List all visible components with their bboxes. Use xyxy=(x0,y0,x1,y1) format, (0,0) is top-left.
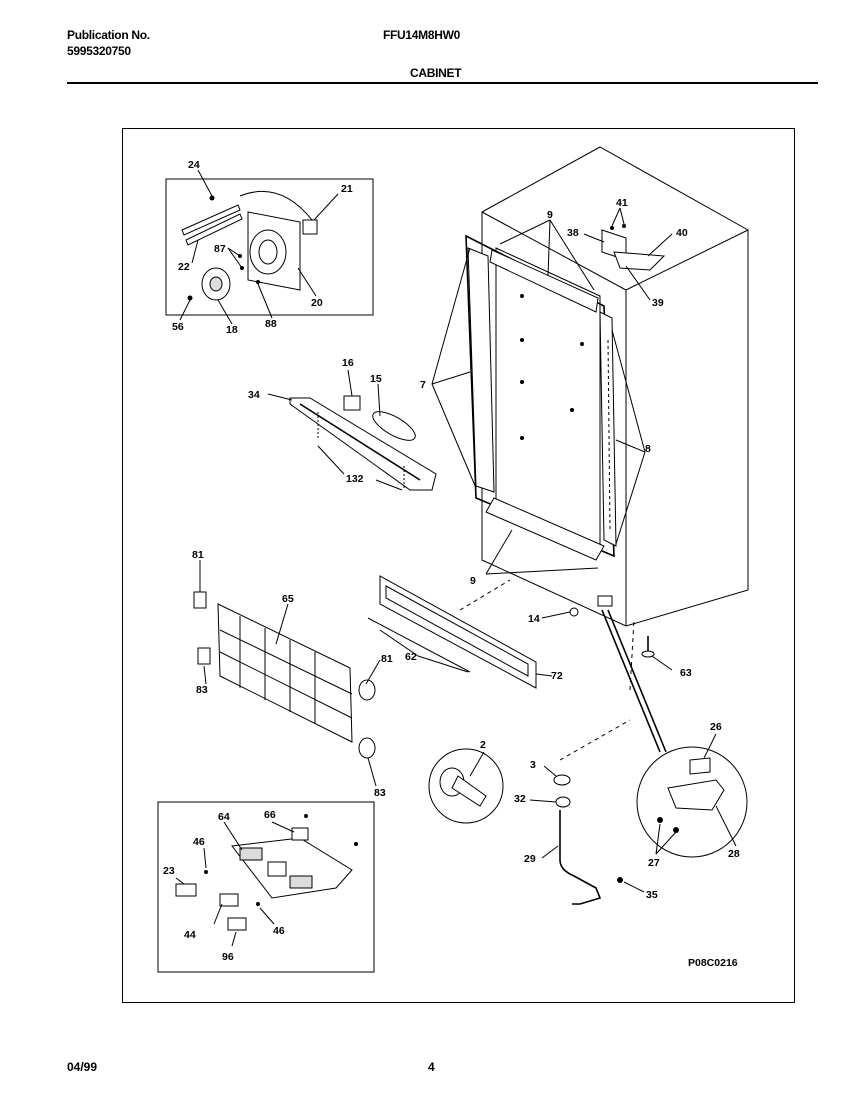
callout-23: 23 xyxy=(163,865,175,877)
grommet-strip xyxy=(181,204,241,236)
callout-7: 7 xyxy=(420,379,426,391)
gasket-right xyxy=(599,311,617,547)
detail-circle-left xyxy=(428,748,504,824)
callout-44: 44 xyxy=(184,929,196,941)
callout-83-left: 83 xyxy=(196,684,208,696)
gasket-top xyxy=(489,249,599,313)
drain-grommet xyxy=(555,796,571,808)
control-inset-box xyxy=(157,801,375,973)
callout-3: 3 xyxy=(530,759,536,771)
callout-81-left: 81 xyxy=(192,549,204,561)
callout-2: 2 xyxy=(480,739,486,751)
leveling-leg xyxy=(358,679,376,701)
grille-assembly: 81 65 14 62 72 63 83 81 83 xyxy=(192,549,692,799)
drain-fitting-detail: 2 xyxy=(428,739,504,824)
model-number: FFU14M8HW0 xyxy=(383,28,461,42)
hinge-pin-bushing xyxy=(689,757,711,775)
harness-connector xyxy=(302,219,318,235)
callout-63-right: 63 xyxy=(680,667,692,679)
control-knob xyxy=(227,917,247,931)
callout-65: 65 xyxy=(282,593,294,605)
gasket-left xyxy=(467,247,495,493)
bottom-hinge xyxy=(667,779,725,811)
callout-41: 41 xyxy=(616,197,628,209)
cabinet-body: 9 41 38 40 39 7 8 9 xyxy=(420,146,749,627)
grille-clip xyxy=(193,591,207,609)
callout-14: 14 xyxy=(528,613,540,625)
leveling-leg xyxy=(358,737,376,759)
fan-motor xyxy=(249,229,287,275)
thermostat-knob xyxy=(219,893,239,907)
drawing-code: P08C0216 xyxy=(688,957,738,969)
kickplate xyxy=(379,575,537,689)
callout-21: 21 xyxy=(341,183,353,195)
callout-9-top: 9 xyxy=(547,209,553,221)
control-housing xyxy=(231,837,353,899)
fan-motor-inset: 24 21 22 87 20 56 18 88 xyxy=(165,159,374,336)
top-hinge xyxy=(613,251,666,271)
drain-tube xyxy=(559,810,602,905)
control-inset: 64 66 46 23 44 46 96 xyxy=(157,801,375,973)
gasket-bottom xyxy=(485,497,605,561)
callout-38: 38 xyxy=(567,227,579,239)
light-socket xyxy=(175,883,197,897)
page-number: 4 xyxy=(428,1060,435,1074)
callout-96: 96 xyxy=(222,951,234,963)
grille-clip xyxy=(197,647,211,665)
light-switch xyxy=(291,827,309,841)
callout-46-bottom: 46 xyxy=(273,925,285,937)
callout-66: 66 xyxy=(264,809,276,821)
callout-28: 28 xyxy=(728,848,740,860)
drain-cap xyxy=(553,774,571,786)
callout-72: 72 xyxy=(551,670,563,682)
callout-29: 29 xyxy=(524,853,536,865)
detail-circle-right xyxy=(636,746,748,858)
callout-32: 32 xyxy=(514,793,526,805)
drain-tube-assembly: 3 32 29 35 xyxy=(514,759,658,905)
callout-15: 15 xyxy=(370,373,382,385)
callout-83-right: 83 xyxy=(374,787,386,799)
diagram-frame xyxy=(122,128,795,1003)
callout-46-top: 46 xyxy=(193,836,205,848)
publication-label: Publication No. xyxy=(67,28,150,42)
callout-16: 16 xyxy=(342,357,354,369)
callout-87: 87 xyxy=(214,243,226,255)
publication-date: 04/99 xyxy=(67,1060,98,1074)
thermostat-bulb xyxy=(372,411,416,441)
callout-27: 27 xyxy=(648,857,660,869)
fan-inset-box xyxy=(165,178,374,316)
bottom-hinge-guide xyxy=(601,609,661,753)
callout-56: 56 xyxy=(172,321,184,333)
callout-132: 132 xyxy=(346,473,364,485)
callout-35: 35 xyxy=(646,889,658,901)
callout-20: 20 xyxy=(311,297,323,309)
section-title: CABINET xyxy=(410,66,462,80)
callout-34: 34 xyxy=(248,389,260,401)
bottom-hinge-detail: 26 27 28 xyxy=(636,721,748,869)
header-rule xyxy=(67,82,818,84)
callout-8: 8 xyxy=(645,443,651,455)
callout-64: 64 xyxy=(218,811,230,823)
leveling-screw xyxy=(641,650,655,658)
callout-88: 88 xyxy=(265,318,277,330)
callout-24: 24 xyxy=(188,159,200,171)
callout-9-bottom: 9 xyxy=(470,575,476,587)
evaporator-assembly: 34 16 15 132 xyxy=(248,357,437,491)
callout-81-right: 81 xyxy=(381,653,393,665)
callout-39: 39 xyxy=(652,297,664,309)
toe-grille xyxy=(217,603,353,743)
thermostat xyxy=(343,395,361,411)
callout-26: 26 xyxy=(710,721,722,733)
callout-18: 18 xyxy=(226,324,238,336)
callout-22: 22 xyxy=(178,261,190,273)
wire-harness xyxy=(239,190,313,221)
callout-40: 40 xyxy=(676,227,688,239)
callout-62: 62 xyxy=(405,651,417,663)
publication-number: 5995320750 xyxy=(67,44,131,58)
